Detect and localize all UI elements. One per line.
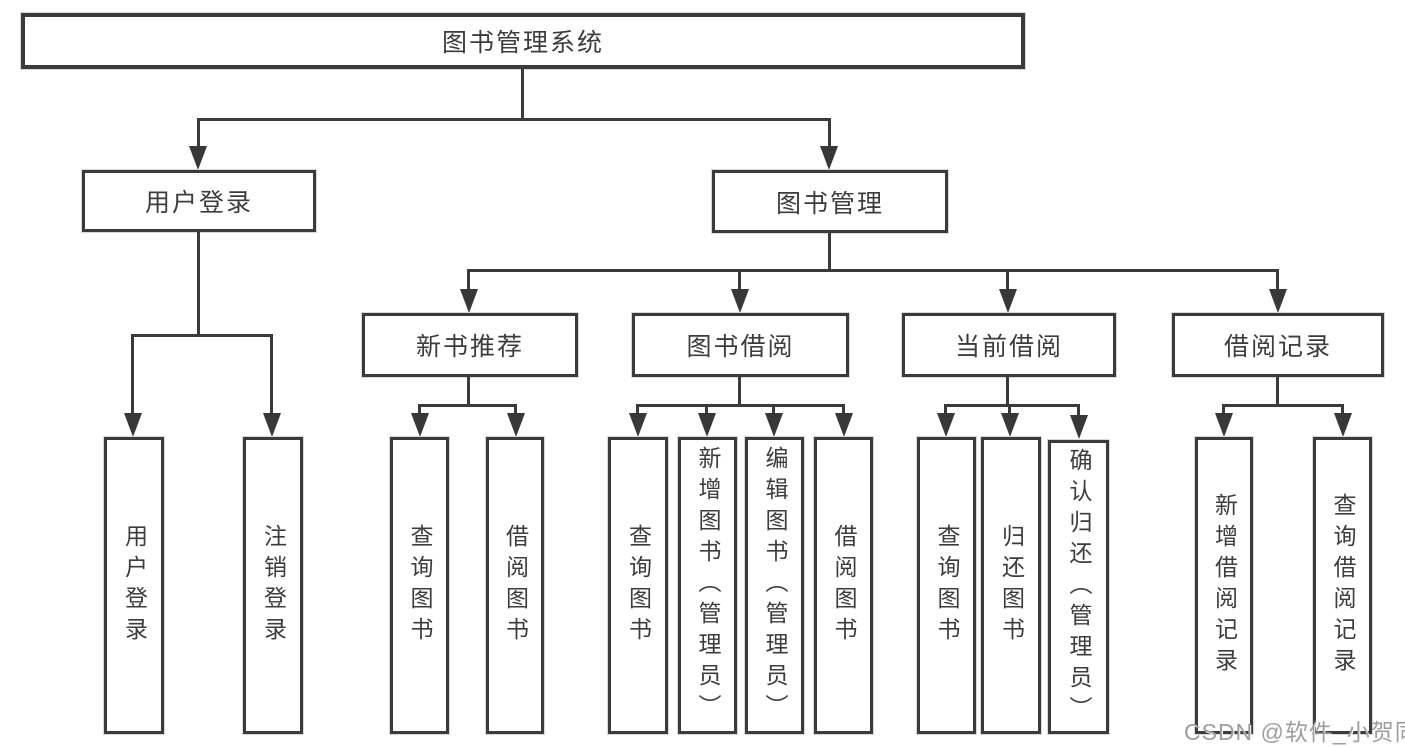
arrowhead-current-borrow [999, 289, 1017, 313]
connector-root-stem [521, 68, 524, 120]
arrowhead-new-book-rec [460, 289, 478, 313]
leaf-cb-query-books-label: 查询图书 [934, 523, 960, 648]
leaf-br-add-record-label: 新增借阅记录 [1211, 492, 1238, 679]
leaf-cb-confirm-return-admin: 确认归还（管理员） [1048, 440, 1109, 734]
arrowhead-rec-borrow [507, 413, 525, 437]
node-user-login-label: 用户登录 [144, 189, 253, 217]
arrowhead-bb-add [698, 413, 716, 437]
connector-stem-book-borrow [738, 269, 741, 291]
connector-stem-borrow-record [1276, 269, 1279, 291]
connector-stem-cb-confirm [1077, 404, 1080, 415]
connector-stem-new-book-rec [467, 269, 470, 291]
leaf-br-add-record: 新增借阅记录 [1195, 437, 1253, 734]
connector-stem-cb-return [1008, 404, 1011, 415]
arrowhead-cb-confirm [1070, 415, 1088, 439]
arrowhead-bb-query [629, 413, 647, 437]
leaf-cb-return-books-label: 归还图书 [998, 523, 1025, 648]
connector-stem-cb-query [944, 404, 947, 415]
arrowhead-cb-query [937, 413, 955, 437]
arrowhead-rec-query [411, 413, 429, 437]
node-current-borrow-label: 当前借阅 [954, 333, 1063, 361]
arrowhead-bb-borrow [835, 413, 853, 437]
connector-stem-rec-borrow [514, 404, 517, 415]
leaf-bb-borrow-books: 借阅图书 [814, 437, 873, 734]
node-book-borrow-label: 图书借阅 [686, 333, 795, 361]
leaf-rec-borrow-books: 借阅图书 [486, 437, 544, 734]
connector-borrow-record-down [1276, 376, 1279, 407]
connector-book-borrow-down [738, 376, 741, 407]
connector-stem-leaf-login [131, 334, 134, 415]
arrowhead-leaf-login [124, 413, 142, 437]
node-borrow-record-label: 借阅记录 [1223, 333, 1332, 361]
leaf-rec-query-books: 查询图书 [390, 437, 449, 734]
arrowhead-bb-edit [765, 413, 783, 437]
leaf-cb-return-books: 归还图书 [981, 437, 1041, 734]
leaf-bb-borrow-books-label: 借阅图书 [831, 523, 857, 648]
leaf-logout-label: 注销登录 [260, 523, 287, 648]
leaf-bb-query-books: 查询图书 [608, 437, 668, 734]
node-book-mgmt-label: 图书管理 [775, 189, 884, 218]
arrowhead-cb-return [1001, 413, 1019, 437]
connector-stem-rec-query [418, 404, 421, 415]
node-root: 图书管理系统 [21, 13, 1025, 69]
arrowhead-leaf-logout [263, 413, 281, 437]
connector-new-book-rec-down [467, 376, 470, 407]
leaf-rec-borrow-books-label: 借阅图书 [502, 523, 529, 648]
leaf-bb-add-books-admin-label: 新增图书（管理员） [695, 446, 721, 725]
connector-user-login-down [197, 231, 200, 337]
connector-stem-bb-edit [772, 404, 775, 415]
connector-borrow-record-distributor [1222, 404, 1344, 407]
connector-stem-leaf-logout [270, 334, 273, 415]
connector-stem-current-borrow [1006, 269, 1009, 291]
csdn-watermark: CSDN @软件_小贺同学 [1184, 719, 1405, 745]
connector-new-book-rec-distributor [418, 404, 517, 407]
connector-stem-bb-borrow [842, 404, 845, 415]
arrowhead-br-query [1334, 413, 1352, 437]
leaf-user-login: 用户登录 [104, 437, 164, 734]
leaf-cb-confirm-return-admin-label: 确认归还（管理员） [1066, 447, 1092, 727]
connector-stem-user-login [197, 118, 200, 148]
connector-current-borrow-down [1006, 376, 1009, 407]
arrowhead-book-borrow [731, 289, 749, 313]
node-book-mgmt: 图书管理 [712, 170, 948, 233]
leaf-user-login-label: 用户登录 [121, 523, 148, 648]
node-current-borrow: 当前借阅 [902, 313, 1116, 377]
leaf-bb-add-books-admin: 新增图书（管理员） [678, 437, 737, 734]
connector-level1-distributor [197, 118, 831, 121]
connector-level2-distributor [467, 269, 1279, 272]
connector-stem-book-mgmt [828, 118, 831, 148]
connector-user-login-distributor [131, 334, 273, 337]
node-book-borrow: 图书借阅 [632, 313, 849, 377]
leaf-cb-query-books: 查询图书 [917, 437, 976, 734]
node-borrow-record: 借阅记录 [1172, 313, 1384, 377]
arrowhead-br-add [1215, 413, 1233, 437]
connector-stem-bb-add [705, 404, 708, 415]
node-root-label: 图书管理系统 [441, 29, 604, 57]
arrowhead-user-login [189, 146, 207, 170]
arrowhead-book-mgmt [820, 146, 838, 170]
connector-book-mgmt-down [828, 232, 831, 272]
node-user-login: 用户登录 [82, 170, 316, 232]
connector-stem-br-query [1341, 404, 1344, 415]
connector-stem-br-add [1222, 404, 1225, 415]
node-new-book-rec: 新书推荐 [362, 313, 578, 377]
leaf-bb-edit-books-admin-label: 编辑图书（管理员） [762, 446, 788, 725]
leaf-bb-query-books-label: 查询图书 [625, 523, 652, 648]
leaf-br-query-record-label: 查询借阅记录 [1330, 492, 1356, 679]
arrowhead-borrow-record [1269, 289, 1287, 313]
leaf-logout: 注销登录 [243, 437, 303, 734]
leaf-bb-edit-books-admin: 编辑图书（管理员） [745, 437, 804, 734]
leaf-br-query-record: 查询借阅记录 [1313, 437, 1372, 734]
leaf-rec-query-books-label: 查询图书 [407, 523, 433, 648]
connector-stem-bb-query [636, 404, 639, 415]
connector-current-borrow-distributor [944, 404, 1080, 407]
connector-book-borrow-distributor [636, 404, 845, 407]
node-new-book-rec-label: 新书推荐 [415, 333, 524, 361]
